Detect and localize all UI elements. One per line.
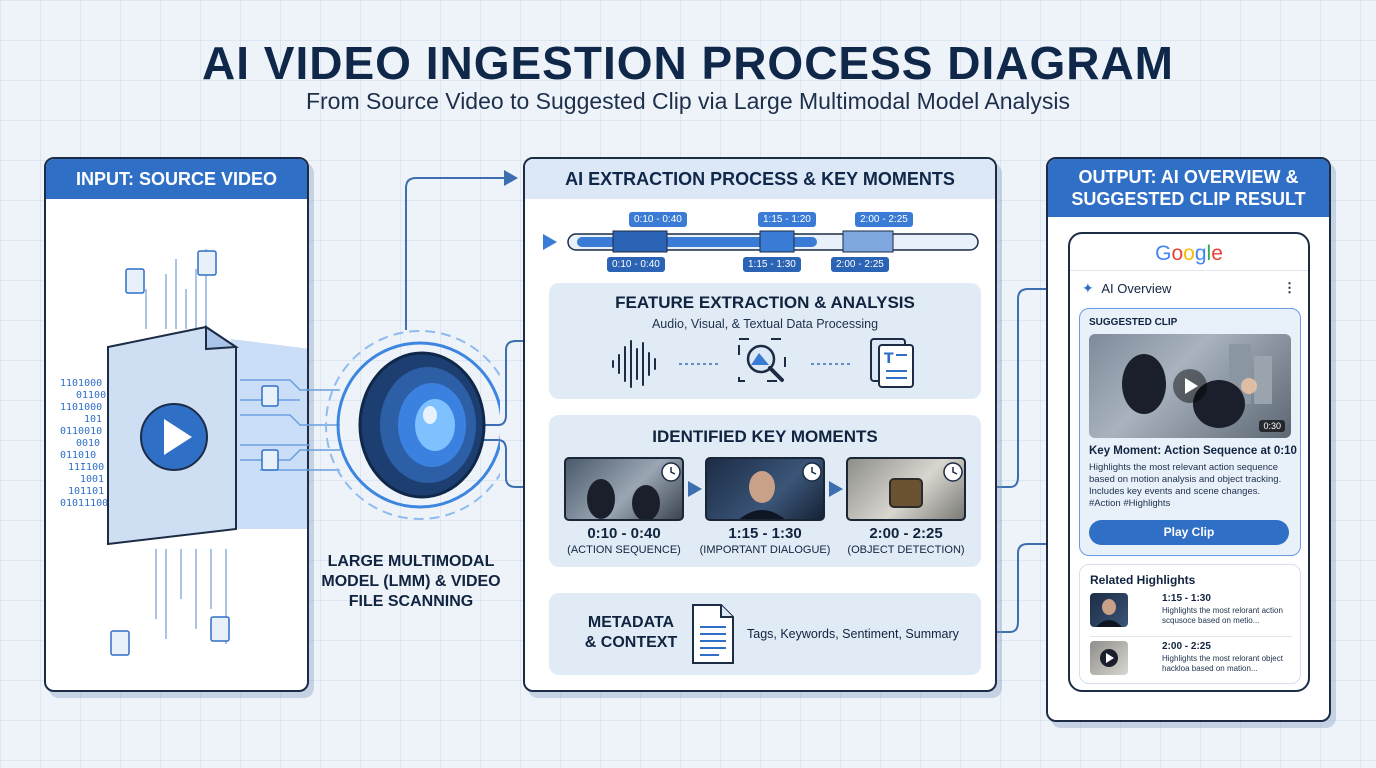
metadata-section: METADATA & CONTEXT Tags, Keywords, Senti… [549,593,981,675]
suggested-clip-card: SUGGESTED CLIP 0:30 Key Moment: Action S… [1079,308,1301,556]
output-title-line2: SUGGESTED CLIP RESULT [1071,189,1306,209]
svg-text:101: 101 [84,414,102,425]
svg-text:1001: 1001 [80,474,104,485]
svg-text:1101000: 1101000 [60,402,102,413]
feature-icons: T [612,338,914,388]
moment-time: 2:00 - 2:25 [869,525,943,542]
timeline-marker-bottom: 1:15 - 1:30 [743,257,801,272]
svg-text:1101000: 1101000 [60,378,102,389]
svg-text:11I100: 11I100 [68,462,104,473]
sparkle-icon: ✦ [1082,280,1094,296]
moment-label: (ACTION SEQUENCE) [567,544,681,556]
related-time: 1:15 - 1:30 [1162,593,1211,604]
lmm-label: LARGE MULTIMODAL MODEL (LMM) & VIDEO FIL… [321,553,501,610]
arrow-metadata-to-output [978,536,1066,633]
related-desc: Highlights the most relorant action scqu… [1162,606,1283,625]
svg-text:T: T [884,351,894,367]
arrow-lmm-to-feature [482,333,546,426]
key-moment-title: Key Moment: Action Sequence at 0:10 [1089,445,1297,457]
timeline-marker-bottom: 2:00 - 2:25 [831,257,889,272]
related-desc: Highlights the most relorant object hack… [1162,654,1283,673]
timeline-marker-top: 0:10 - 0:40 [629,212,687,227]
video-timeline [543,230,979,253]
google-logo: Google [1155,242,1223,265]
moment-label: (IMPORTANT DIALOGUE) [699,544,831,556]
moment-arrows [688,481,843,497]
related-highlights-card: Related Highlights 1:15 - 1:30 Highlight… [1079,564,1301,684]
svg-text:0110010: 0110010 [60,426,102,437]
ai-overview-label: AI Overview [1101,281,1172,296]
arrow-lmm-to-moments [482,439,546,495]
timeline-marker-top: 1:15 - 1:20 [758,212,816,227]
input-panel: INPUT: SOURCE VIDEO 1101000 01100 110100… [44,157,309,692]
key-moments-section: IDENTIFIED KEY MOMENTS 0:10 - 0:40 (ACTI… [549,415,981,567]
feature-subtitle: Audio, Visual, & Textual Data Processing [651,317,879,331]
svg-text:0010: 0010 [76,438,100,449]
ai-overview-header: ✦ AI Overview [1082,280,1171,297]
text-document-icon: T [870,338,914,388]
metadata-title-line2: & CONTEXT [584,634,678,651]
arrow-moments-to-output [978,281,1066,488]
timeline-play-icon [543,234,557,250]
svg-text:101101: 101101 [68,486,104,497]
moment-thumbnail-action [564,457,684,521]
moment-thumbnail-object [846,457,966,521]
related-time: 2:00 - 2:25 [1162,641,1211,652]
svg-text:01011100: 01011100 [60,498,108,509]
arrow-lmm-to-timeline [405,170,518,330]
document-icons [110,250,230,656]
metadata-document-icon [692,604,734,664]
suggested-clip-label: SUGGESTED CLIP [1089,317,1178,328]
audio-wave-icon [612,340,656,388]
moment-label: (OBJECT DETECTION) [847,544,965,556]
metadata-title-line1: METADATA [587,614,675,631]
related-item[interactable]: 1:15 - 1:30 Highlights the most relorant… [1090,593,1295,633]
diagram-subtitle: From Source Video to Suggested Clip via … [305,88,1071,114]
play-clip-button[interactable]: Play Clip [1089,520,1289,545]
feature-extraction-section: FEATURE EXTRACTION & ANALYSIS Audio, Vis… [549,283,981,399]
binary-stream: 1101000 01100 1101000 101 0110010 0010 0… [60,378,108,509]
clip-duration: 0:30 [1259,420,1285,432]
clip-thumbnail[interactable]: 0:30 [1089,334,1291,438]
related-item[interactable]: 2:00 - 2:25 Highlights the most relorant… [1090,641,1295,681]
video-file-icon [107,325,240,546]
timeline-marker-bottom: 0:10 - 0:40 [607,257,665,272]
related-thumbnail [1090,593,1128,627]
lmm-lens-illustration [240,330,500,520]
svg-text:011010: 011010 [60,450,96,461]
feature-title: FEATURE EXTRACTION & ANALYSIS [615,293,915,312]
related-highlights-title: Related Highlights [1090,573,1196,587]
moment-thumbnail-dialogue [705,457,825,521]
metadata-text: Tags, Keywords, Sentiment, Summary [747,627,959,641]
process-panel-title: AI EXTRACTION PROCESS & KEY MOMENTS [525,159,995,199]
key-moments-title: IDENTIFIED KEY MOMENTS [652,427,878,446]
timeline-marker-top: 2:00 - 2:25 [855,212,913,227]
phone-mockup: Google ✦ AI Overview ⋮ SUGGESTED CLIP 0:… [1068,232,1310,692]
source-video-illustration: 1101000 01100 1101000 101 0110010 0010 0… [60,249,307,656]
key-moment-description: Highlights the most relevant action sequ… [1089,462,1282,509]
output-title-line1: OUTPUT: AI OVERVIEW & [1078,167,1299,187]
output-panel-title: OUTPUT: AI OVERVIEW & SUGGESTED CLIP RES… [1048,159,1329,217]
svg-text:01100: 01100 [76,390,106,401]
more-options-icon[interactable]: ⋮ [1283,280,1296,295]
diagram-title: AI VIDEO INGESTION PROCESS DIAGRAM [202,37,1174,89]
moment-time: 1:15 - 1:30 [728,525,802,542]
moment-time: 0:10 - 0:40 [587,525,661,542]
related-thumbnail [1090,641,1128,675]
visual-search-icon [738,338,786,382]
process-panel: AI EXTRACTION PROCESS & KEY MOMENTS 0:10… [523,157,997,692]
input-panel-title: INPUT: SOURCE VIDEO [46,159,307,199]
